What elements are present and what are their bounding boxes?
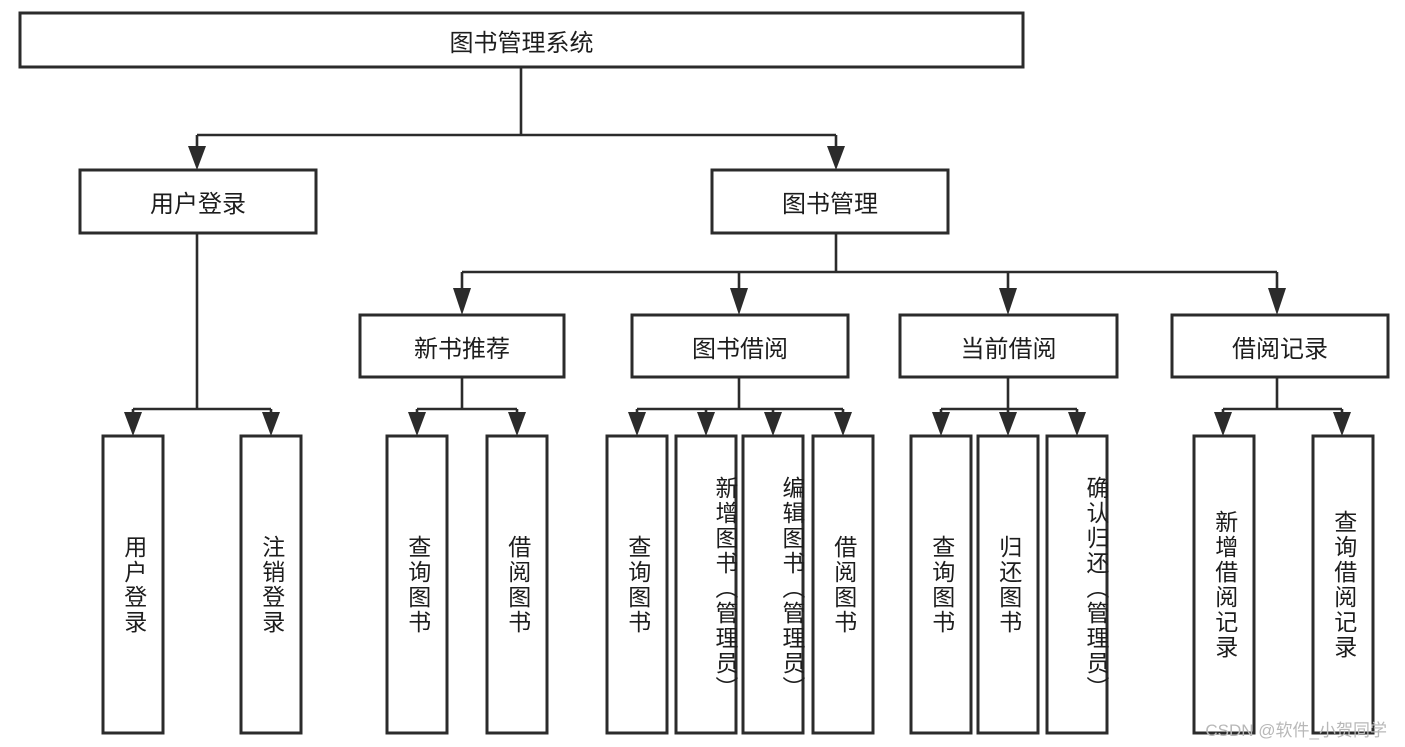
leaf-box-query-record[interactable] — [1311, 434, 1375, 735]
leaf-box-return-book[interactable] — [976, 434, 1040, 735]
node-new-book-recommend-label: 新书推荐 — [414, 335, 510, 363]
leaf-box-borrow-book-a[interactable] — [485, 434, 549, 735]
node-current-borrow-label: 当前借阅 — [960, 335, 1057, 363]
connector-newbook-to-leaves — [408, 377, 526, 436]
leaf-box-edit-book-admin[interactable] — [741, 434, 805, 735]
leaf-box-add-book-admin[interactable] — [674, 434, 738, 735]
node-new-book-recommend[interactable] — [358, 313, 566, 379]
leaf-box-query-book-c[interactable] — [909, 434, 973, 735]
node-book-borrow[interactable] — [630, 313, 850, 379]
node-book-management[interactable] — [710, 168, 950, 235]
connector-current-to-leaves — [932, 377, 1086, 436]
node-root[interactable] — [18, 11, 1025, 69]
leaf-box-add-record[interactable] — [1192, 434, 1256, 735]
leaf-box-borrow-book-b[interactable] — [811, 434, 875, 735]
connector-root-to-level1 — [188, 67, 845, 170]
leaf-box-logout[interactable] — [239, 434, 303, 735]
connector-records-to-leaves — [1214, 377, 1351, 436]
connector-login-to-leaves — [124, 233, 280, 436]
connector-bookmgmt-to-level2 — [453, 233, 1286, 315]
connector-borrow-to-leaves — [628, 377, 852, 436]
node-book-borrow-label: 图书借阅 — [692, 335, 788, 363]
leaf-box-confirm-return-admin[interactable] — [1045, 434, 1109, 735]
leaf-box-user-login[interactable] — [101, 434, 165, 735]
node-user-login-label: 用户登录 — [150, 191, 246, 218]
node-current-borrow[interactable] — [898, 313, 1119, 379]
leaf-box-query-book-b[interactable] — [605, 434, 669, 735]
leaf-box-query-book-a[interactable] — [385, 434, 449, 735]
csdn-watermark: CSDN @软件_小贺同学 — [1205, 721, 1387, 740]
node-user-login[interactable] — [78, 168, 318, 235]
node-root-label: 图书管理系统 — [449, 29, 594, 57]
node-borrow-records-label: 借阅记录 — [1232, 335, 1328, 363]
node-book-management-label: 图书管理 — [782, 191, 878, 218]
node-borrow-records[interactable] — [1170, 313, 1390, 379]
